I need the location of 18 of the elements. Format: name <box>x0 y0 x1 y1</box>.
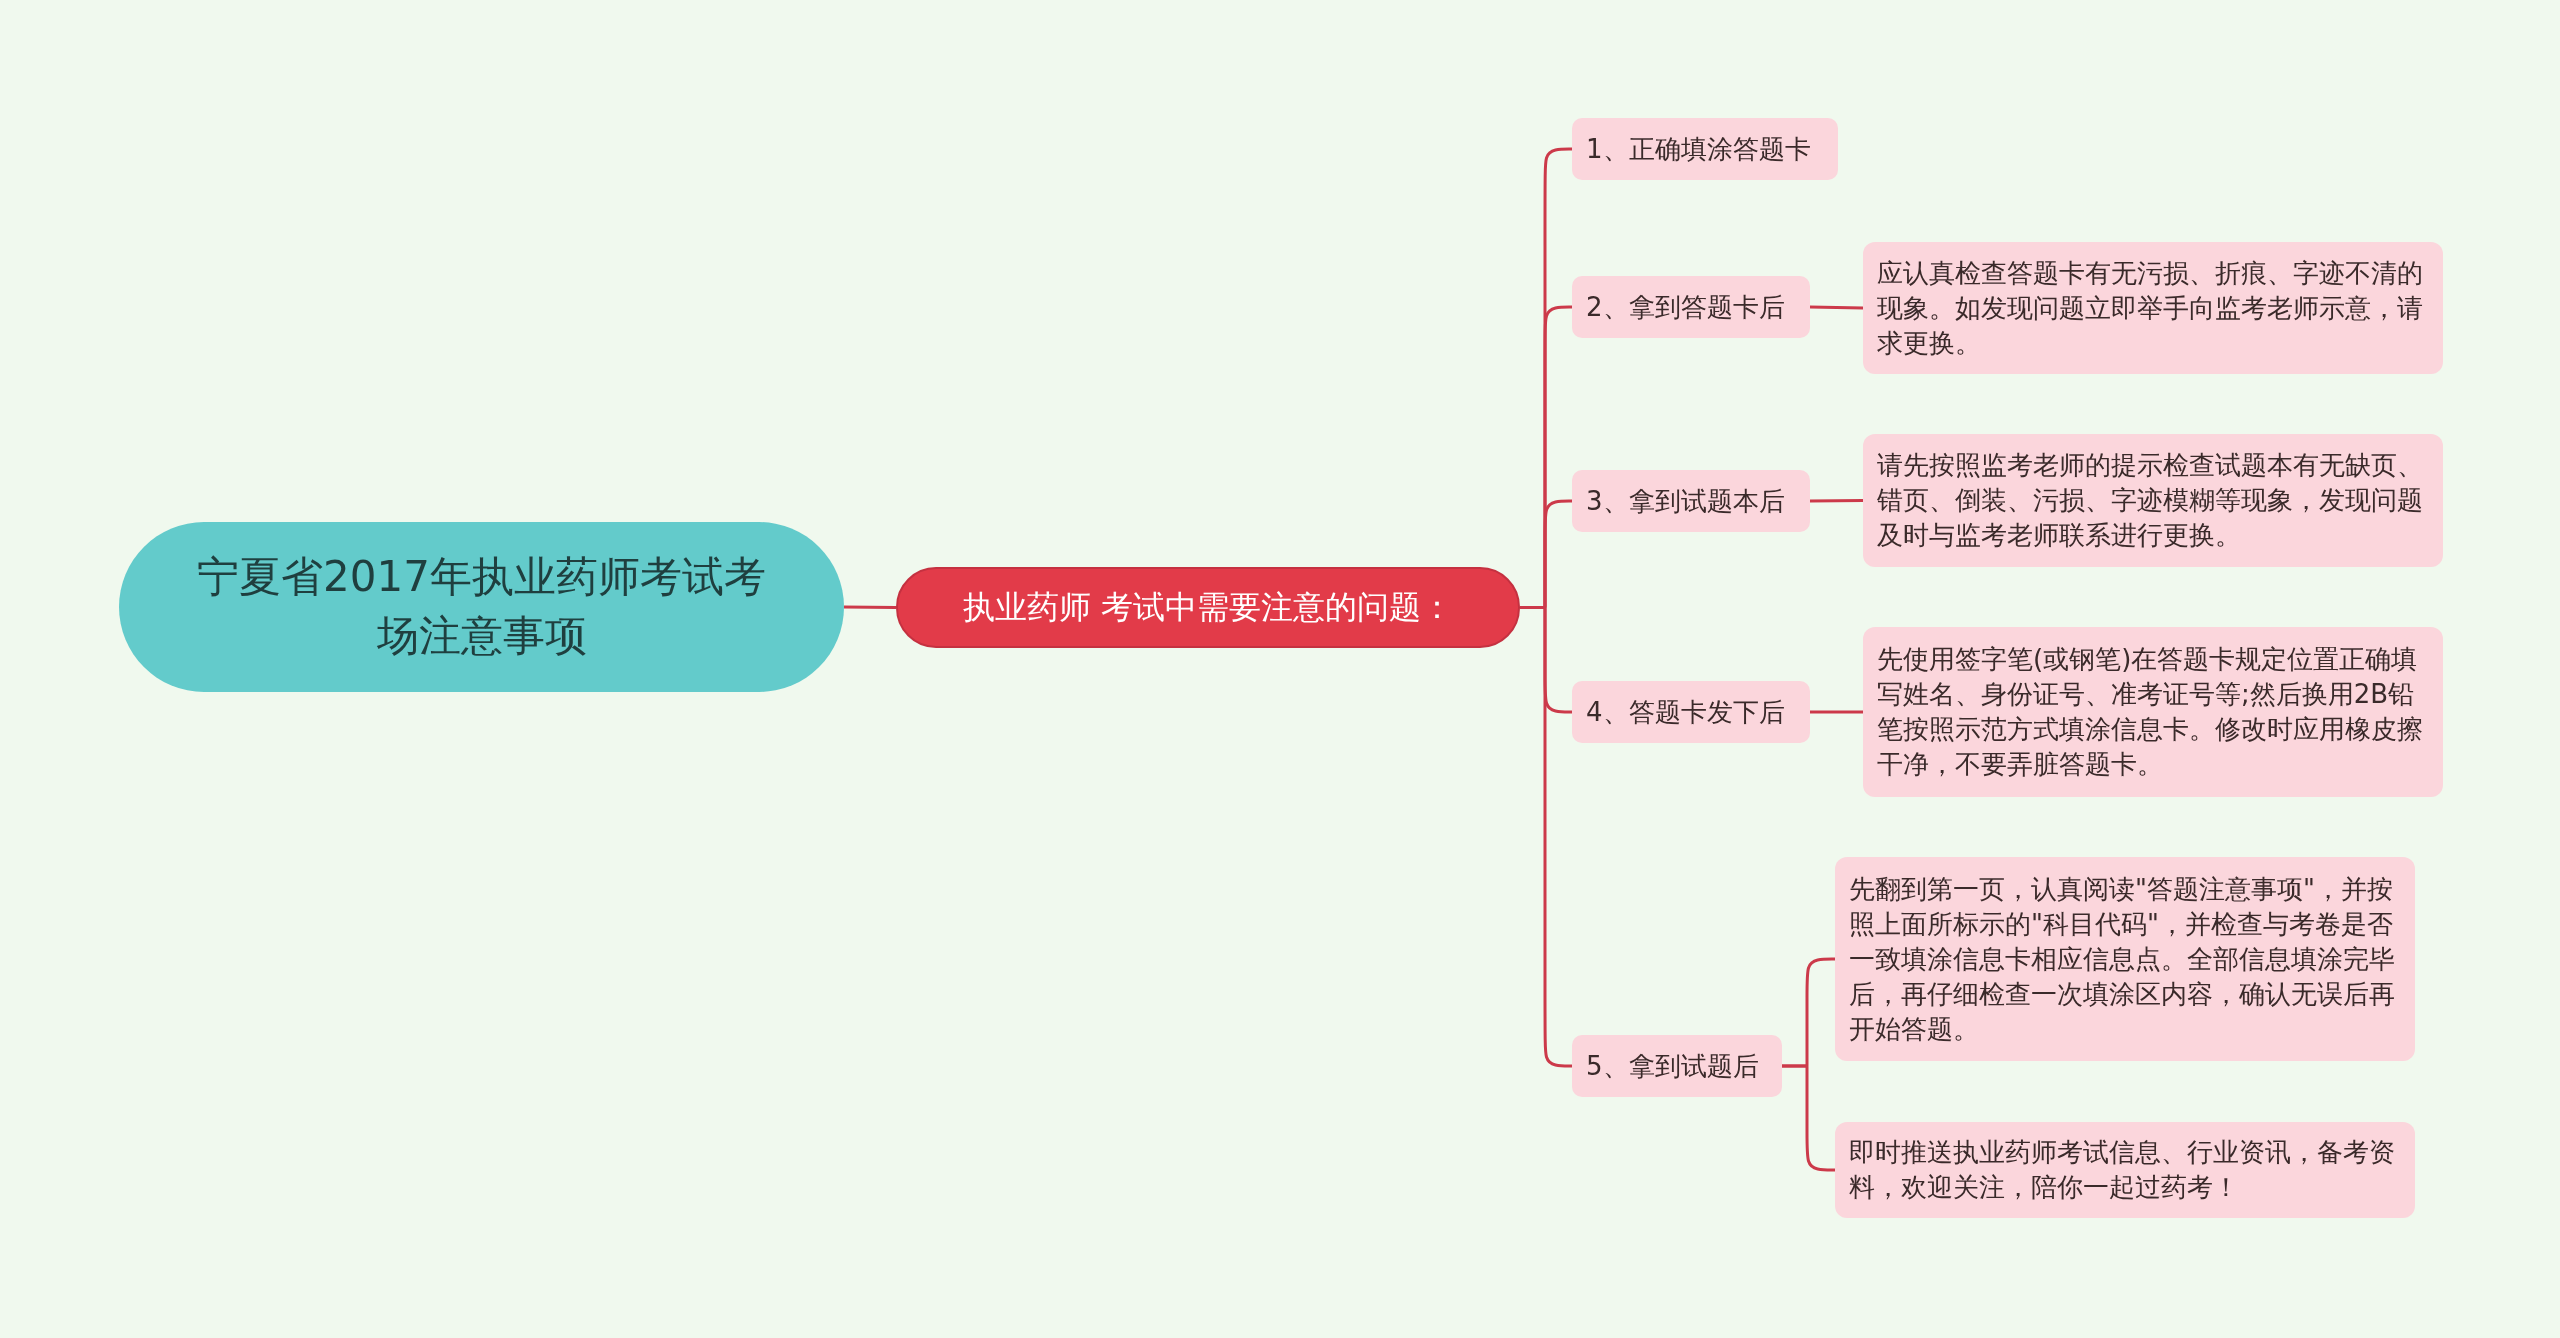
main-branch: 执业药师 考试中需要注意的问题： <box>896 567 1520 648</box>
connector-line <box>844 605 896 609</box>
subtopic: 5、拿到试题后 <box>1572 1035 1782 1097</box>
connector-line <box>1810 499 1863 503</box>
subtopic: 1、正确填涂答题卡 <box>1572 118 1838 180</box>
subtopic: 3、拿到试题本后 <box>1572 470 1810 532</box>
detail-note: 应认真检查答题卡有无污损、折痕、字迹不清的现象。如发现问题立即举手向监考老师示意，请求更换。 <box>1863 242 2443 374</box>
connector-line <box>1810 710 1863 714</box>
subtopic: 4、答题卡发下后 <box>1572 681 1810 743</box>
detail-note: 先翻到第一页，认真阅读"答题注意事项"，并按照上面所标示的"科目代码"，并检查与考卷是否一致填涂信息卡相应信息点。全部信息填涂完毕后，再仔细检查一次填涂区内容，确认无误后再开始答题。 <box>1835 857 2415 1061</box>
detail-note: 先使用签字笔(或钢笔)在答题卡规定位置正确填写姓名、身份证号、准考证号等;然后换用2B铅笔按照示范方式填涂信息卡。修改时应用橡皮擦干净，不要弄脏答题卡。 <box>1863 627 2443 797</box>
detail-note: 请先按照监考老师的提示检查试题本有无缺页、错页、倒装、污损、字迹模糊等现象，发现问题及时与监考老师联系进行更换。 <box>1863 434 2443 567</box>
detail-note: 即时推送执业药师考试信息、行业资讯，备考资料，欢迎关注，陪你一起过药考！ <box>1835 1122 2415 1218</box>
connector-line <box>1809 305 1864 310</box>
connector-line <box>1520 606 1574 1068</box>
connector-line <box>1782 1064 1837 1172</box>
root-topic: 宁夏省2017年执业药师考试考场注意事项 <box>119 522 844 692</box>
subtopic: 2、拿到答题卡后 <box>1572 276 1810 338</box>
